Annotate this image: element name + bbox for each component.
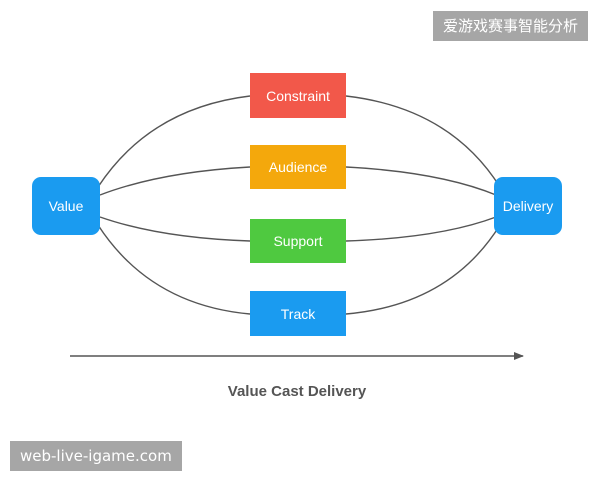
audience-label: Audience [269,159,328,175]
track-box [250,291,346,336]
target-node-box [494,177,562,235]
watermark-bottom-left: web-live-igame.com [10,441,182,471]
path-box-audience: Audience [250,145,346,189]
connector-value-audience [99,166,251,196]
path-box-track: Track [250,291,346,336]
connector-value-constraint [97,95,251,188]
diagram-caption: Value Cast Delivery [228,383,367,400]
connector-track-delivery [345,224,501,315]
path-box-support: Support [250,219,346,263]
audience-box [250,145,346,189]
watermark-top-right: 爱游戏赛事智能分析 [432,11,588,41]
source-node-box [32,177,100,235]
support-label: Support [273,233,322,249]
source-node: Value [32,177,100,235]
connector-audience-delivery [345,166,497,196]
path-box-constraint: Constraint [250,73,346,118]
connector-value-support [99,216,251,242]
source-node-label: Value [49,198,84,214]
connector-value-track [97,224,251,315]
constraint-label: Constraint [266,88,330,104]
connector-constraint-delivery [345,95,501,188]
connector-curves [97,95,501,315]
track-label: Track [281,306,316,322]
connector-support-delivery [345,216,497,242]
target-node: Delivery [494,177,562,235]
constraint-box [250,73,346,118]
support-box [250,219,346,263]
target-node-label: Delivery [503,198,554,214]
